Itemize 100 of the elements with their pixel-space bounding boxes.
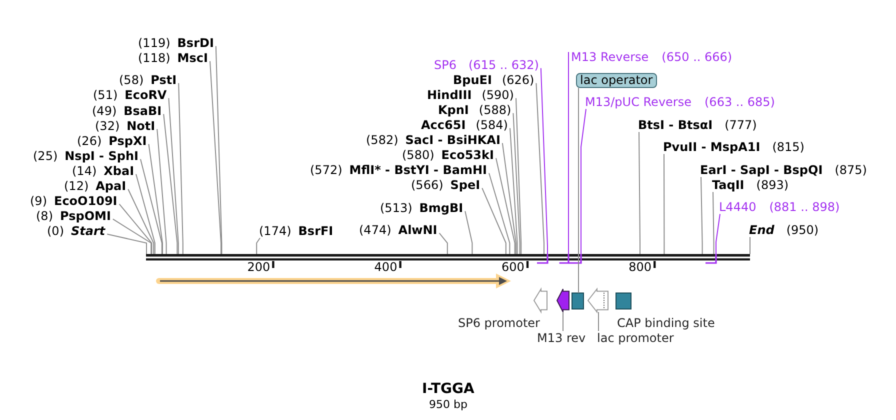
enzyme-name: SacI - BsiHKAI: [405, 133, 500, 147]
site-position: (118): [138, 51, 170, 65]
leader-line: [712, 192, 714, 254]
leader-line: [568, 52, 569, 254]
site-position: (572): [310, 163, 342, 177]
primer-site-bracket: [704, 253, 718, 265]
site-position: (58): [119, 73, 144, 87]
terminus-label: End: [749, 223, 774, 237]
feature-label: CAP binding site: [617, 316, 715, 330]
site-position: (119): [138, 36, 170, 50]
leader-line: [140, 158, 162, 254]
enzyme-name: Acc65I: [421, 118, 466, 132]
leader-line: [168, 98, 179, 254]
site-position: (25): [33, 149, 58, 163]
site-position: (580): [402, 148, 434, 162]
leader-line: [118, 204, 152, 254]
leader-line: [638, 132, 640, 254]
primer-name: L4440: [719, 200, 756, 214]
leader-line: [136, 174, 156, 254]
site-position: (588): [478, 103, 512, 117]
site-position: (815): [772, 140, 804, 154]
enzyme-name: EarI - SapI - BspQI: [700, 163, 823, 177]
leader-line: [536, 82, 544, 254]
primer-site-bracket: [536, 253, 549, 265]
site-position: (474): [359, 223, 392, 237]
primer-range: (881 .. 898): [769, 200, 840, 214]
site-position: (950): [786, 223, 819, 237]
ruler-label: 400: [374, 260, 398, 274]
primer-site-bracket: [568, 253, 582, 265]
enzyme-name: TaqII: [712, 178, 744, 192]
enzyme-name: PvuII - MspA1I: [663, 140, 760, 154]
site-position: (584): [476, 118, 508, 132]
leader-line: [148, 144, 163, 254]
leader-line: [106, 234, 147, 254]
terminus-label: Start: [71, 224, 106, 238]
site-position: (49): [92, 104, 117, 118]
ruler-label: 600: [502, 260, 524, 274]
site-position: (777): [724, 118, 757, 132]
site-position: (174): [259, 224, 292, 238]
promoter-symbol: [587, 288, 608, 314]
site-position: (32): [95, 119, 120, 133]
enzyme-name: MscI: [177, 51, 208, 65]
leader-line: [210, 60, 222, 254]
enzyme-name: BsaBI: [124, 104, 162, 118]
leader-line: [510, 128, 518, 254]
site-position: (893): [756, 178, 789, 192]
leader-line: [156, 128, 167, 254]
leader-line: [512, 112, 520, 254]
enzyme-name: EcoRV: [124, 88, 167, 102]
sequence-length: 950 bp: [429, 398, 468, 411]
feature-label: M13 rev: [537, 331, 586, 345]
enzyme-name: BpuEI: [453, 73, 492, 87]
ruler-label: 200: [247, 260, 270, 274]
feature-label: SP6 promoter: [458, 316, 540, 330]
site-position: (875): [834, 163, 867, 177]
enzyme-name: BmgBI: [419, 201, 464, 215]
enzyme-name: AlwNI: [398, 223, 438, 237]
primer-site-bracket: [558, 253, 570, 265]
leader-line: [178, 82, 184, 254]
leader-line: [578, 88, 579, 294]
leader-line: [700, 176, 703, 254]
leader-line: [112, 218, 152, 254]
site-position: (26): [77, 134, 102, 148]
enzyme-name: PstI: [150, 73, 177, 87]
leader-line: [488, 172, 510, 254]
leader-line: [215, 46, 222, 254]
enzyme-name: BsrDI: [177, 36, 214, 50]
site-position: (566): [411, 178, 444, 192]
primer-range: (650 .. 666): [662, 50, 732, 64]
leader-line: [496, 158, 516, 254]
leader-line: [516, 98, 522, 254]
leader-line: [438, 232, 448, 254]
dna-backbone: [146, 254, 750, 260]
enzyme-name: MflI* - BstYI - BamHI: [349, 163, 487, 177]
leader-line: [482, 188, 506, 254]
enzyme-name: NotI: [126, 119, 156, 133]
map-title: I-TGGA: [422, 381, 474, 397]
enzyme-name: BtsI - BtsαI: [638, 118, 713, 132]
leader-line: [598, 312, 599, 332]
site-position: (582): [366, 133, 398, 147]
enzyme-name: EcoO109I: [54, 194, 118, 208]
operator-block: [572, 292, 584, 310]
enzyme-name: KpnI: [438, 103, 469, 117]
enzyme-name: PspXI: [108, 134, 147, 148]
leader-line: [580, 108, 586, 254]
site-position: (9): [30, 194, 47, 208]
primer-site-symbol: [556, 288, 570, 312]
enzyme-name: PspOMI: [60, 209, 111, 223]
primer-name: M13 Reverse: [571, 50, 649, 64]
enzyme-name: SpeI: [450, 178, 480, 192]
enzyme-name: HindIII: [427, 88, 472, 102]
primer-range: (663 .. 685): [704, 95, 775, 109]
enzyme-name: ApaI: [96, 179, 126, 193]
site-position: (0): [47, 224, 64, 238]
promoter-symbol: [533, 287, 548, 314]
primer-name: M13/pUC Reverse: [585, 95, 692, 109]
site-position: (626): [502, 73, 534, 87]
primer-name: SP6: [434, 58, 456, 72]
enzyme-name: Eco53kI: [441, 148, 494, 162]
leader-line: [716, 214, 720, 254]
